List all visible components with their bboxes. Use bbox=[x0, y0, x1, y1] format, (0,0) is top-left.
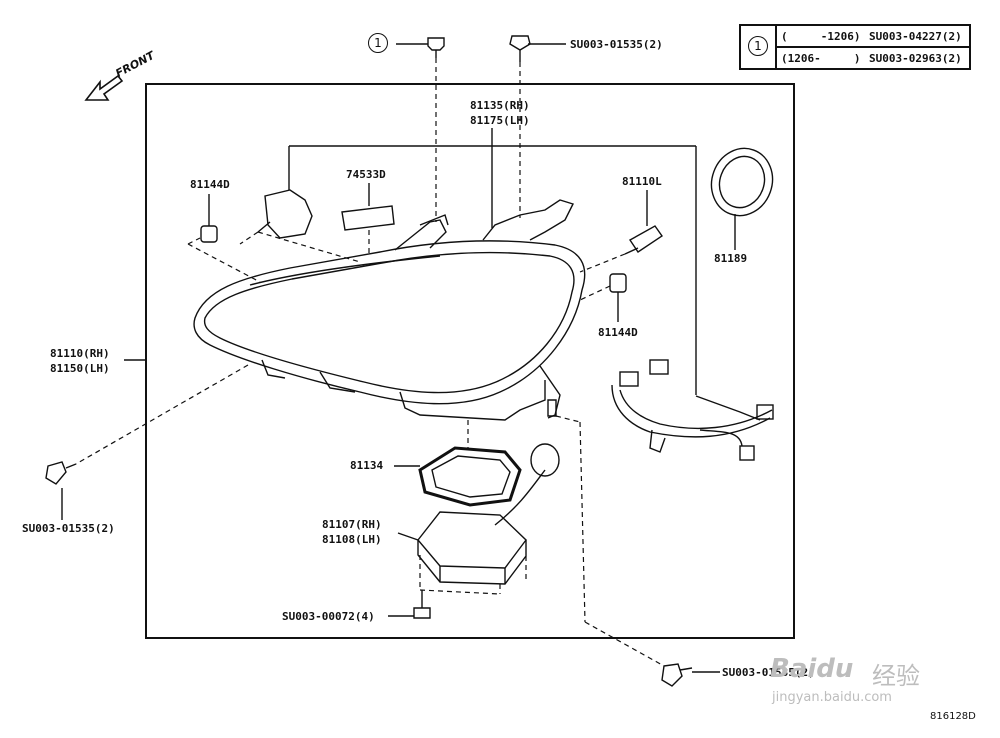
bolt-left-icon bbox=[45, 461, 77, 485]
watermark-cn: 经验 bbox=[872, 662, 920, 690]
table-part: SU003-02963(2) bbox=[869, 52, 962, 65]
bulb-81110l bbox=[624, 190, 663, 255]
table-range: ( -1206) bbox=[781, 30, 861, 43]
assembly-frame bbox=[145, 83, 795, 639]
part-label: 81107(RH) bbox=[322, 518, 382, 531]
cap-81144d-left bbox=[200, 194, 218, 243]
part-label: 81150(LH) bbox=[50, 362, 110, 375]
part-label: SU003-01535(2) bbox=[22, 522, 115, 535]
part-label: SU003-00072(4) bbox=[282, 610, 375, 623]
bolt-bottom-icon bbox=[413, 590, 431, 619]
part-label: 81134 bbox=[350, 459, 384, 472]
part-label: 81175(LH) bbox=[470, 114, 530, 127]
table-range: (1206- ) bbox=[781, 52, 861, 65]
part-label: 81144D bbox=[598, 326, 638, 339]
watermark-brand: Baidu bbox=[770, 654, 854, 684]
table-part: SU003-04227(2) bbox=[869, 30, 962, 43]
wire-harness bbox=[611, 359, 774, 461]
part-label: 81135(RH) bbox=[470, 99, 530, 112]
front-arrow-icon bbox=[84, 74, 124, 101]
headlight-housing bbox=[193, 199, 586, 421]
caution-label-74533d bbox=[341, 183, 395, 231]
bolt-right-icon bbox=[661, 663, 693, 687]
part-label: 81108(LH) bbox=[322, 533, 382, 546]
ballast-81107 bbox=[397, 443, 560, 585]
part-label: 81144D bbox=[190, 178, 230, 191]
part-label: SU003-01535(2) bbox=[722, 666, 815, 679]
watermark-url: jingyan.baidu.com bbox=[772, 690, 892, 705]
part-label: 81189 bbox=[714, 252, 748, 265]
part-label: 74533D bbox=[346, 168, 386, 181]
clip-icon bbox=[427, 37, 445, 58]
part-label: SU003-01535(2) bbox=[570, 38, 663, 51]
ring-81189 bbox=[710, 147, 774, 250]
table-divider bbox=[775, 46, 971, 48]
part-label: 81110L bbox=[622, 175, 662, 188]
gasket-81134 bbox=[394, 446, 522, 507]
cap-81144d-right bbox=[609, 273, 627, 322]
date-range-table: 1 ( -1206) SU003-04227(2) (1206- ) SU003… bbox=[739, 24, 971, 70]
callout-marker: 1 bbox=[368, 33, 388, 53]
callout-marker: 1 bbox=[748, 36, 768, 56]
bolt-icon bbox=[509, 35, 531, 62]
drawing-number: 816128D bbox=[930, 711, 976, 722]
part-label: 81110(RH) bbox=[50, 347, 110, 360]
